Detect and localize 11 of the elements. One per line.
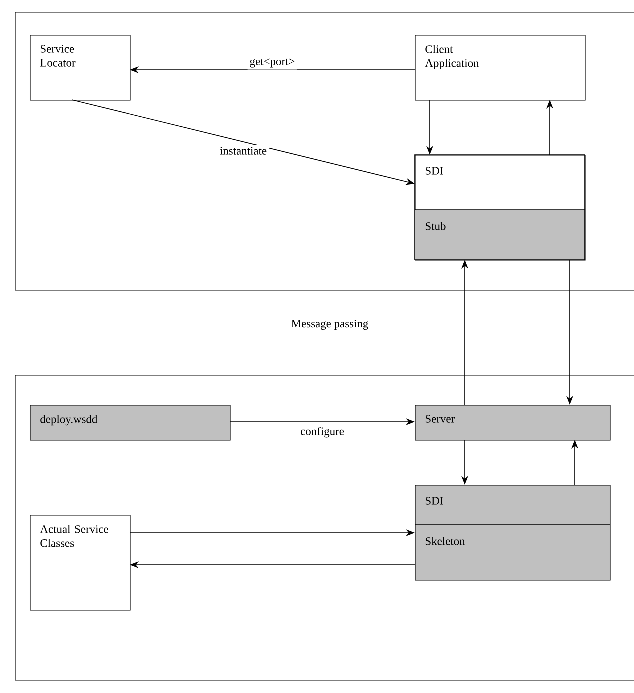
process-box: Actual Service Classes: [30, 515, 131, 611]
edge-label: configure: [298, 425, 346, 440]
split-box: SDI Skeleton: [414, 485, 611, 581]
edge-label: get<port>: [248, 56, 298, 70]
split-box: SDI Stub: [414, 154, 586, 261]
process-box: Service Locator: [30, 35, 131, 101]
process-box: Server: [415, 405, 611, 441]
process-box: Client Application: [415, 35, 586, 101]
edge-label: instantiate: [218, 145, 270, 157]
process-box: deploy.wsdd: [30, 405, 231, 441]
annotation-text: Message passing: [292, 320, 368, 330]
